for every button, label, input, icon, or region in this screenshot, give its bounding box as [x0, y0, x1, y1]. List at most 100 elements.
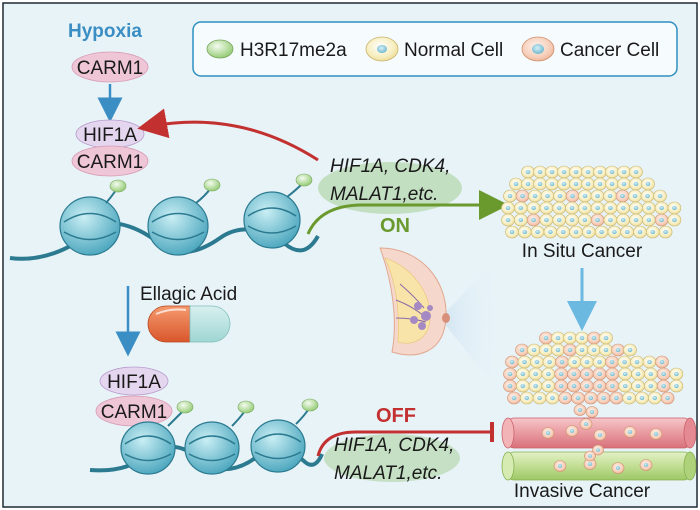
- normal-cell: [521, 177, 535, 191]
- gene-blob-bottom: [324, 434, 460, 482]
- pill-icon: [147, 305, 231, 343]
- legend-box: [192, 21, 678, 77]
- normal-cell: [503, 189, 517, 203]
- normal-cell: [539, 343, 553, 357]
- normal-cell: [605, 165, 619, 179]
- normal-cell: [551, 343, 565, 357]
- normal-cell: [617, 355, 632, 369]
- normal-cell: [587, 343, 601, 357]
- normal-cell: [593, 165, 607, 179]
- cancer-cell: [615, 189, 630, 203]
- normal-cell: [530, 225, 545, 239]
- nucleosome-1: [59, 196, 121, 256]
- normal-cell: [541, 367, 556, 381]
- normal-cell: [533, 165, 547, 179]
- cancer-cell: [584, 450, 596, 462]
- normal-cell: [607, 225, 622, 239]
- normal-cell: [552, 213, 567, 227]
- normal-cell: [552, 201, 567, 215]
- normal-cell: [667, 213, 682, 227]
- normal-cell-icon: [365, 36, 399, 62]
- cancer-cell: [579, 418, 593, 430]
- bottom-chromatin: [89, 398, 324, 475]
- gene-blob-top: [318, 162, 462, 214]
- cancer-cell: [555, 355, 569, 369]
- normal-cell: [551, 331, 565, 345]
- normal-cell: [581, 177, 595, 191]
- cancer-cell: [539, 331, 553, 345]
- h3-mark-top-1: [109, 179, 127, 193]
- h3-mark-bottom-3: [301, 398, 319, 412]
- normal-cell: [567, 355, 582, 369]
- cancer-cell: [590, 213, 605, 227]
- hypoxia-label: Hypoxia: [68, 21, 142, 42]
- cancer-cell: [611, 343, 625, 357]
- normal-cell: [517, 225, 532, 239]
- normal-cell: [580, 355, 594, 369]
- normal-cell: [643, 367, 658, 381]
- cancer-cell: [654, 213, 669, 227]
- cancer-cell: [605, 367, 620, 381]
- genes-bottom-line2: MALAT1,etc.: [334, 463, 442, 484]
- normal-cell: [532, 391, 547, 405]
- normal-cell: [501, 201, 515, 215]
- hif1a-label-bottom: HIF1A: [107, 372, 161, 393]
- normal-cell: [642, 355, 657, 369]
- genes-bottom-line1: HIF1A, CDK4,: [334, 435, 454, 456]
- normal-cell: [513, 213, 528, 227]
- cancer-cell: [558, 391, 573, 405]
- normal-cell: [630, 355, 644, 369]
- cancer-cell: [567, 379, 581, 393]
- cancer-cell: [592, 367, 607, 381]
- green-vessel: [507, 451, 691, 481]
- cancer-cell: [587, 331, 601, 345]
- normal-cell: [569, 177, 583, 191]
- normal-cell: [545, 391, 560, 405]
- cancer-cell: [605, 379, 620, 393]
- h3-mark-bottom-2: [237, 400, 255, 414]
- normal-cell: [517, 355, 532, 369]
- carm1-label-bottom: CARM1: [101, 402, 168, 423]
- nucleosome-5: [184, 421, 240, 475]
- normal-cell: [633, 225, 647, 239]
- normal-cell: [553, 189, 567, 203]
- breast-icon: [379, 247, 450, 356]
- normal-cell: [603, 213, 618, 227]
- in-situ-cancer-cluster: [501, 165, 682, 239]
- normal-cell: [622, 391, 637, 405]
- cancer-cell: [583, 458, 597, 470]
- normal-cell: [635, 391, 649, 405]
- normal-cell: [526, 201, 541, 215]
- normal-cell: [617, 165, 631, 179]
- normal-cell: [629, 201, 643, 215]
- circulating-cells: [541, 418, 663, 474]
- normal-cell: [628, 189, 642, 203]
- normal-cell: [594, 225, 609, 239]
- normal-cell: [667, 201, 682, 215]
- normal-cell: [557, 177, 571, 191]
- normal-cell: [618, 367, 633, 381]
- normal-cell: [521, 165, 535, 179]
- h3-mark-top-3: [295, 173, 313, 187]
- normal-cell: [669, 367, 684, 381]
- cancer-cell: [526, 213, 541, 227]
- cancer-cell: [554, 367, 569, 381]
- cancer-cell: [515, 343, 529, 357]
- normal-cell: [528, 379, 543, 393]
- normal-cell: [533, 177, 547, 191]
- normal-cell: [541, 379, 556, 393]
- cancer-cell: [585, 406, 599, 418]
- normal-cell: [515, 367, 530, 381]
- hif1a-label-top: HIF1A: [83, 125, 137, 146]
- cancer-cell: [503, 367, 517, 381]
- cancer-cell: [573, 404, 587, 416]
- cancer-cell: [660, 391, 675, 405]
- cancer-cell: [505, 355, 519, 369]
- normal-cell: [557, 165, 571, 179]
- cancer-cell: [503, 379, 517, 393]
- cancer-cell: [565, 425, 579, 437]
- normal-cell: [528, 367, 543, 381]
- normal-cell: [577, 213, 592, 227]
- normal-cell: [654, 201, 669, 215]
